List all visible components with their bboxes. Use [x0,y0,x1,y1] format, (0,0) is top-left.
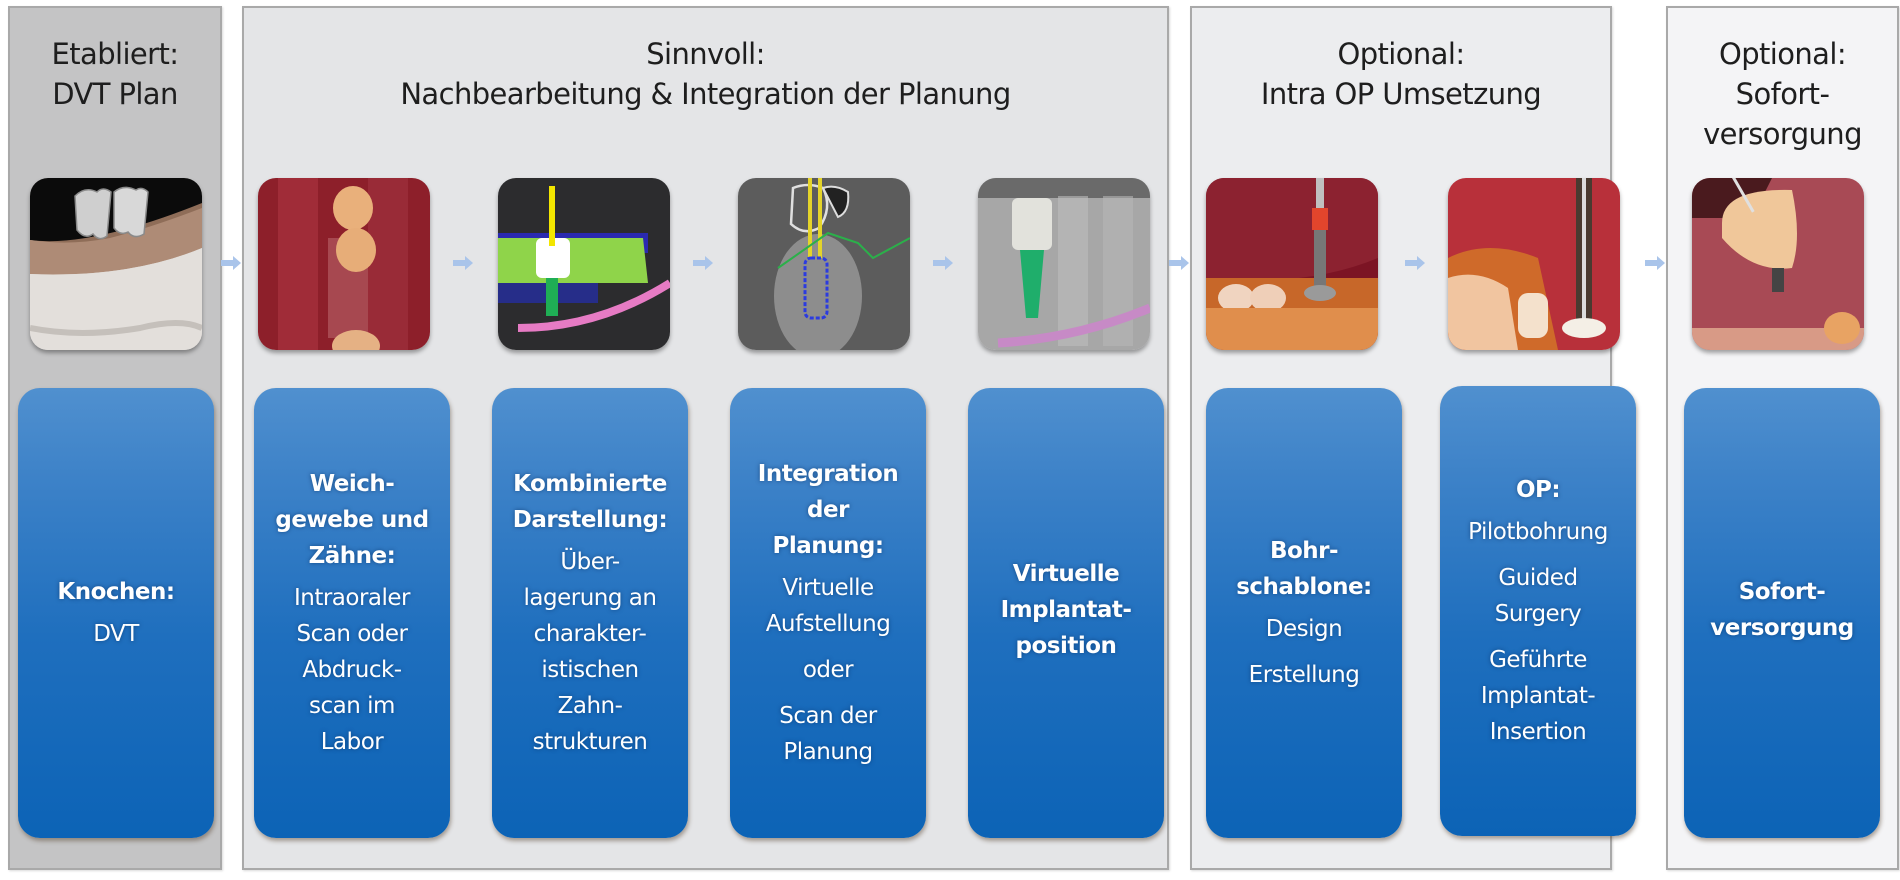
panel-title-line: Optional: [1337,37,1466,71]
card-text-line: Scan oder [296,621,408,647]
immediate-restoration-photo [1692,178,1864,350]
card-text-line: Pilotbohrung [1468,519,1608,545]
combined-scan-overlay-image [498,178,670,350]
panel-title-line: Nachbearbeitung & Integration der Planun… [400,77,1011,111]
card-text-line: Geführte [1489,647,1587,673]
card-op: OP: Pilotbohrung Guided Surgery Geführte… [1440,386,1636,836]
panel-title-optional-intra-op: Optional: Intra OP Umsetzung [1192,34,1610,114]
flow-arrow-icon [1404,256,1426,270]
panel-title-line: Etabliert: [51,37,180,71]
card-heading: Bohr- schablone: [1236,533,1372,605]
card-heading-line: position [1015,633,1117,659]
card-integration-der-planung: Integration der Planung: Virtuelle Aufst… [730,388,926,838]
card-weichgewebe-zaehne: Weich- gewebe und Zähne: Intraoraler Sca… [254,388,450,838]
card-text-line: Zahn- [557,693,623,719]
flow-arrow-icon [220,256,242,270]
card-text-line: Surgery [1494,601,1582,627]
card-heading-line: Darstellung: [512,507,668,533]
panel-title-optional-sofortversorgung: Optional: Sofort- versorgung [1668,34,1897,154]
panel-title-line: Optional: [1719,37,1847,71]
card-text-line: Guided [1498,565,1578,591]
card-heading-line: schablone: [1236,574,1372,600]
card-heading-line: Planung: [772,533,884,559]
intraoral-soft-tissue-photo [258,178,430,350]
card-heading: Weich- gewebe und Zähne: [275,466,429,574]
flow-arrow-icon [932,256,954,270]
card-text-line: oder [802,657,854,683]
card-heading: Kombinierte Darstellung: [512,466,668,538]
card-text-line: Insertion [1489,719,1587,745]
card-heading-line: Weich- [309,471,395,497]
card-text-line: Scan der [779,703,877,729]
card-heading-line: OP: [1515,477,1561,503]
card-heading-line: versorgung [1710,615,1854,641]
panel-title-etabliert: Etabliert: DVT Plan [10,34,220,114]
card-text-line: Abdruck- [302,657,402,683]
card-heading-line: Sofort- [1738,579,1826,605]
virtual-implant-position-image [978,178,1150,350]
card-text-line: Planung [783,739,873,765]
dvt-3d-bone-image [30,178,202,350]
flow-arrow-icon [1168,256,1190,270]
card-text-line: DVT [93,621,139,647]
card-text-line: Aufstellung [765,611,891,637]
card-text-line: Implantat- [1480,683,1596,709]
card-heading-line: Knochen: [57,579,175,605]
card-text-line: lagerung an [523,585,657,611]
card-heading-line: Zähne: [308,543,396,569]
card-text-line: istischen [541,657,639,683]
panel-title-sinnvoll: Sinnvoll: Nachbearbeitung & Integration … [244,34,1167,114]
guided-surgery-photo [1448,178,1620,350]
card-text-line: Erstellung [1248,662,1360,688]
card-text-line: charakter- [533,621,647,647]
panel-title-line: Sofort- [1735,77,1830,111]
card-heading: Virtuelle Implantat- position [1001,556,1132,664]
panel-title-line: Sinnvoll: [646,37,765,71]
card-text-line: Design [1265,616,1343,642]
card-kombinierte-darstellung: Kombinierte Darstellung: Über- lagerung … [492,388,688,838]
card-heading-line: Kombinierte [513,471,667,497]
card-text-line: scan im [309,693,395,719]
card-text-line: Intraoraler [293,585,411,611]
card-heading-line: Implantat- [1000,597,1132,623]
card-heading: Integration der Planung: [757,456,899,564]
card-text-line: strukturen [532,729,648,755]
card-text-line: Über- [560,549,620,575]
card-heading: OP: [1515,472,1561,508]
card-heading: Sofort- versorgung [1710,574,1854,646]
card-heading-line: Integration [757,461,899,487]
card-bohrschablone: Bohr- schablone: Design Erstellung [1206,388,1402,838]
panel-title-line: versorgung [1703,117,1862,151]
card-virtuelle-implantatposition: Virtuelle Implantat- position [968,388,1164,838]
planning-integration-ct-image [738,178,910,350]
card-heading-line: Virtuelle [1012,561,1120,587]
flow-arrow-icon [1644,256,1666,270]
drill-guide-photo [1206,178,1378,350]
card-heading: Knochen: [57,574,175,610]
card-sofortversorgung: Sofort- versorgung [1684,388,1880,838]
card-text-line: Labor [320,729,384,755]
panel-title-line: Intra OP Umsetzung [1260,77,1542,111]
card-heading-line: Bohr- [1269,538,1339,564]
card-heading-line: der [807,497,849,523]
flow-arrow-icon [692,256,714,270]
card-text-line: Virtuelle [782,575,874,601]
panel-title-line: DVT Plan [52,77,178,111]
flow-arrow-icon [452,256,474,270]
card-knochen: Knochen: DVT [18,388,214,838]
card-heading-line: gewebe und [275,507,429,533]
